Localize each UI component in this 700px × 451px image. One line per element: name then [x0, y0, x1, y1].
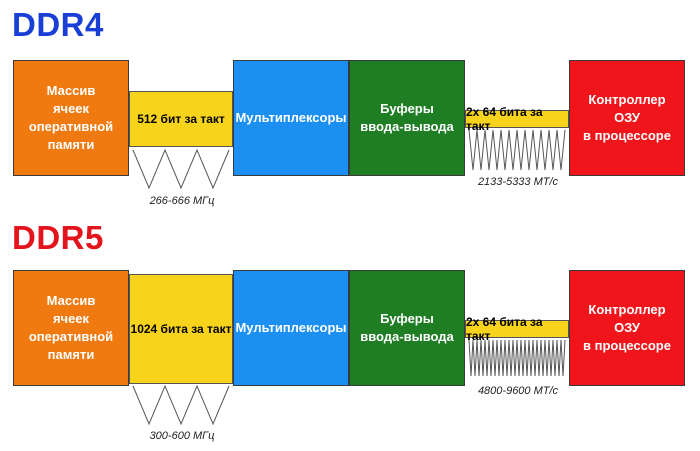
ddr5-io-buffers-label: Буферы ввода-вывода — [360, 311, 454, 344]
ddr4-multiplexers-block: Мультиплексоры — [233, 60, 349, 176]
ddr4-controller-block: Контроллер ОЗУ в процессоре — [569, 60, 685, 176]
ddr5-io-bus: 2х 64 бита за такт — [465, 315, 569, 343]
ddr5-multiplexers-label: Мультиплексоры — [235, 320, 347, 335]
ddr4-memory-array-block: Массив ячеек оперативной памяти — [13, 60, 129, 176]
ddr4-io-bus-label: 2х 64 бита за такт — [466, 105, 543, 133]
ddr4-core-clock-caption: 266-666 МГц — [149, 195, 215, 207]
ddr5-memory-array-label: Массив ячеек оперативной памяти — [28, 293, 114, 362]
ddr5-core-clock-caption: 300-600 МГц — [149, 430, 215, 442]
ddr4-diagram: Массив ячеек оперативной памяти 512 бит … — [0, 0, 700, 210]
ddr4-core-bus: 512 бит за такт — [129, 91, 233, 147]
ddr5-transfer-rate-caption: 4800-9600 МТ/с — [477, 385, 559, 397]
ddr5-title: DDR5 — [12, 219, 104, 256]
ddr4-core-bus-label: 512 бит за такт — [137, 112, 225, 126]
ddr4-transfer-clock-waveform — [468, 129, 566, 171]
ddr4-multiplexers-label: Мультиплексоры — [235, 110, 347, 125]
ddr5-io-bus-label: 2х 64 бита за такт — [466, 315, 543, 343]
ddr5-io-buffers-block: Буферы ввода-вывода — [349, 270, 465, 386]
ddr5-memory-array-block: Массив ячеек оперативной памяти — [13, 270, 129, 386]
ddr5-core-bus: 1024 бита за такт — [129, 274, 233, 384]
ddr5-transfer-clock-waveform — [468, 339, 566, 377]
ddr4-io-bus: 2х 64 бита за такт — [465, 105, 569, 133]
ddr5-controller-label: Контроллер ОЗУ в процессоре — [583, 302, 671, 353]
ddr4-title: DDR4 — [12, 6, 104, 43]
ddr5-core-bus-label: 1024 бита за такт — [130, 322, 232, 336]
ddr5-core-clock-waveform — [132, 384, 230, 426]
ddr5-multiplexers-block: Мультиплексоры — [233, 270, 349, 386]
ddr4-transfer-rate-caption: 2133-5333 МТ/с — [477, 176, 559, 188]
ddr4-core-clock-waveform — [132, 148, 230, 190]
ddr4-memory-array-label: Массив ячеек оперативной памяти — [28, 83, 114, 152]
ddr5-controller-block: Контроллер ОЗУ в процессоре — [569, 270, 685, 386]
ddr4-io-buffers-label: Буферы ввода-вывода — [360, 101, 454, 134]
ddr4-io-buffers-block: Буферы ввода-вывода — [349, 60, 465, 176]
ddr4-controller-label: Контроллер ОЗУ в процессоре — [583, 92, 671, 143]
